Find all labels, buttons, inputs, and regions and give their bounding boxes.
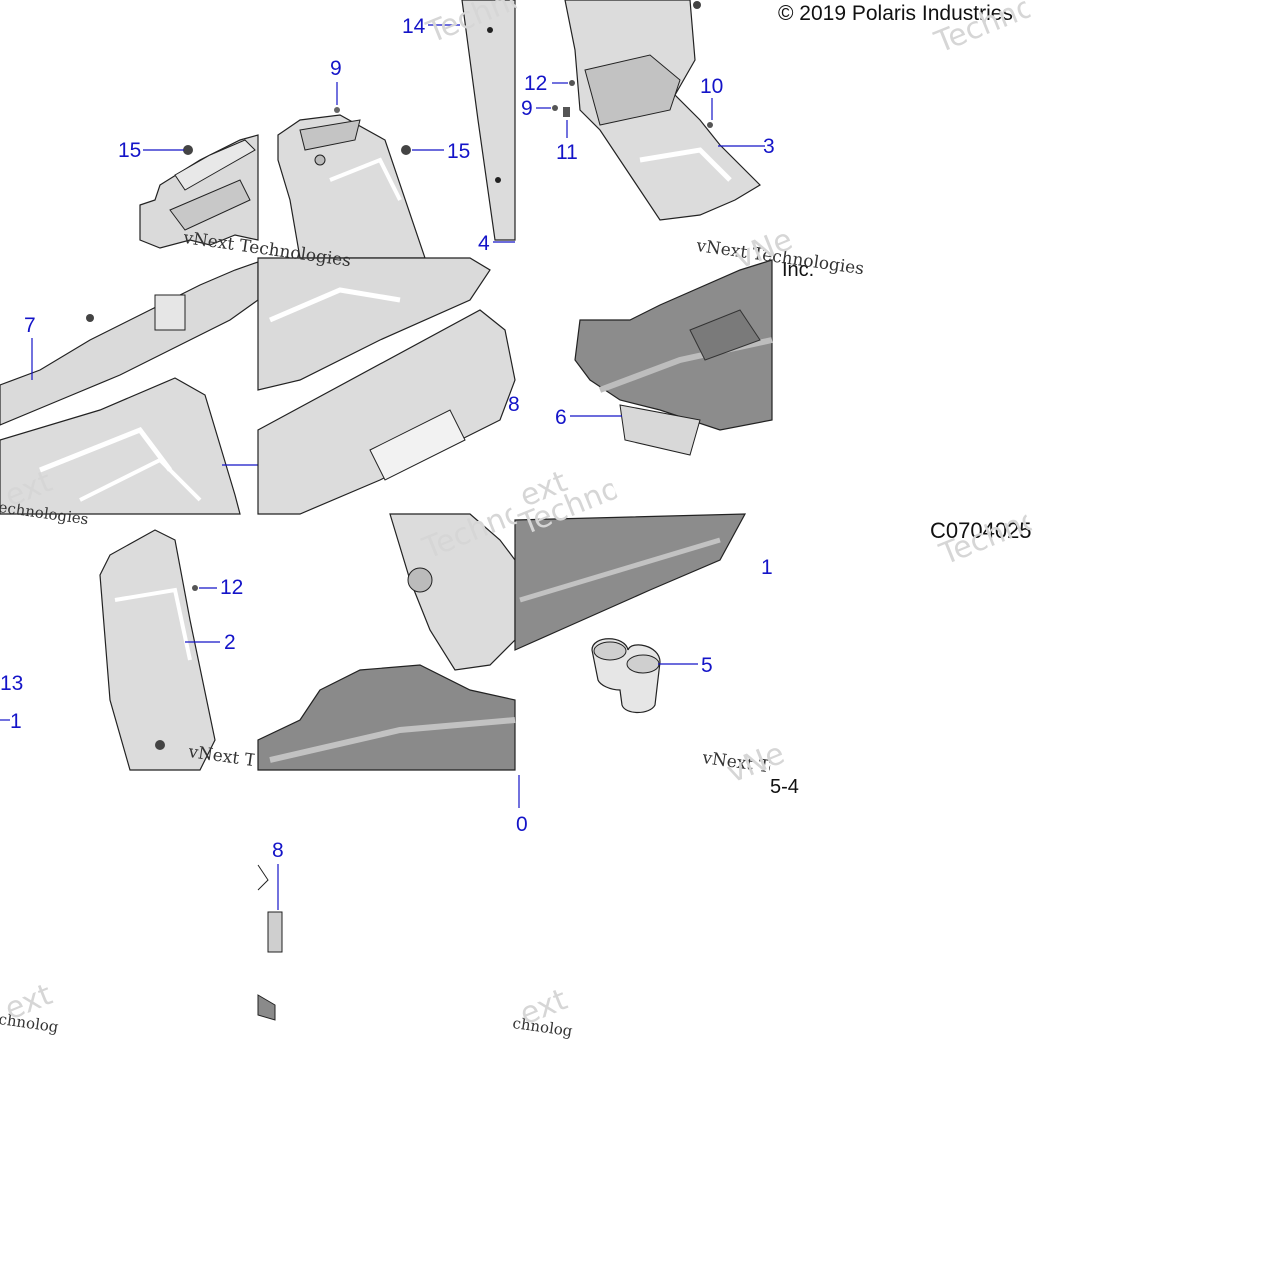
panel-2: [99, 529, 216, 771]
callout-1a: 1: [10, 710, 22, 733]
callout-6: 6: [555, 406, 567, 429]
screw-9b: [552, 105, 558, 111]
callout-1b: 1: [761, 556, 773, 579]
copyright-notice: © 2019 Polaris Industries: [778, 2, 1013, 25]
callout-5: 5: [701, 654, 713, 677]
floor-panel-right: [514, 513, 747, 651]
callout-8a: 8: [508, 393, 520, 416]
panel-8: [257, 257, 516, 515]
copyright-notice-tail: Inc.: [782, 259, 815, 281]
bracket-part: [139, 134, 259, 249]
callout-15a: 15: [118, 139, 142, 162]
screw-12a: [569, 80, 575, 86]
nut-15a: [183, 145, 193, 155]
callout-11: 11: [556, 141, 578, 164]
callout-12b: 12: [220, 576, 244, 599]
screw-12b: [192, 585, 198, 591]
page-reference: 5-4: [770, 776, 799, 798]
callout-15b: 15: [447, 140, 471, 163]
nut-15b: [401, 145, 411, 155]
panel-3: [564, 0, 761, 221]
callout-12a: 12: [524, 72, 548, 95]
callout-7: 7: [24, 314, 36, 337]
callout-9a: 9: [330, 57, 342, 80]
floor-panel-6: [574, 259, 773, 456]
panel-left-lower: [0, 377, 241, 515]
callout-3: 3: [763, 135, 775, 158]
clip-8: [257, 864, 283, 1021]
panel-4-right: [461, 0, 516, 241]
diagram-code: C0704025: [930, 518, 1032, 543]
panel-center-lower: [389, 513, 516, 671]
callout-8b: 8: [272, 839, 284, 862]
floor-panel-lower: [257, 664, 516, 771]
callout-2: 2: [224, 631, 236, 654]
callout-10a: 10: [700, 75, 724, 98]
callout-13: 13: [0, 672, 24, 695]
panel-4: [277, 114, 426, 259]
rail-7: [0, 261, 259, 426]
callout-10b: 0: [516, 813, 528, 836]
callout-14: 14: [402, 15, 426, 38]
callout-9b: 9: [521, 97, 533, 120]
cup-holder-5: [591, 638, 661, 714]
screw-10a: [707, 122, 713, 128]
callout-4: 4: [478, 232, 490, 255]
clip-11: [563, 107, 570, 117]
screw-9a: [334, 107, 340, 113]
